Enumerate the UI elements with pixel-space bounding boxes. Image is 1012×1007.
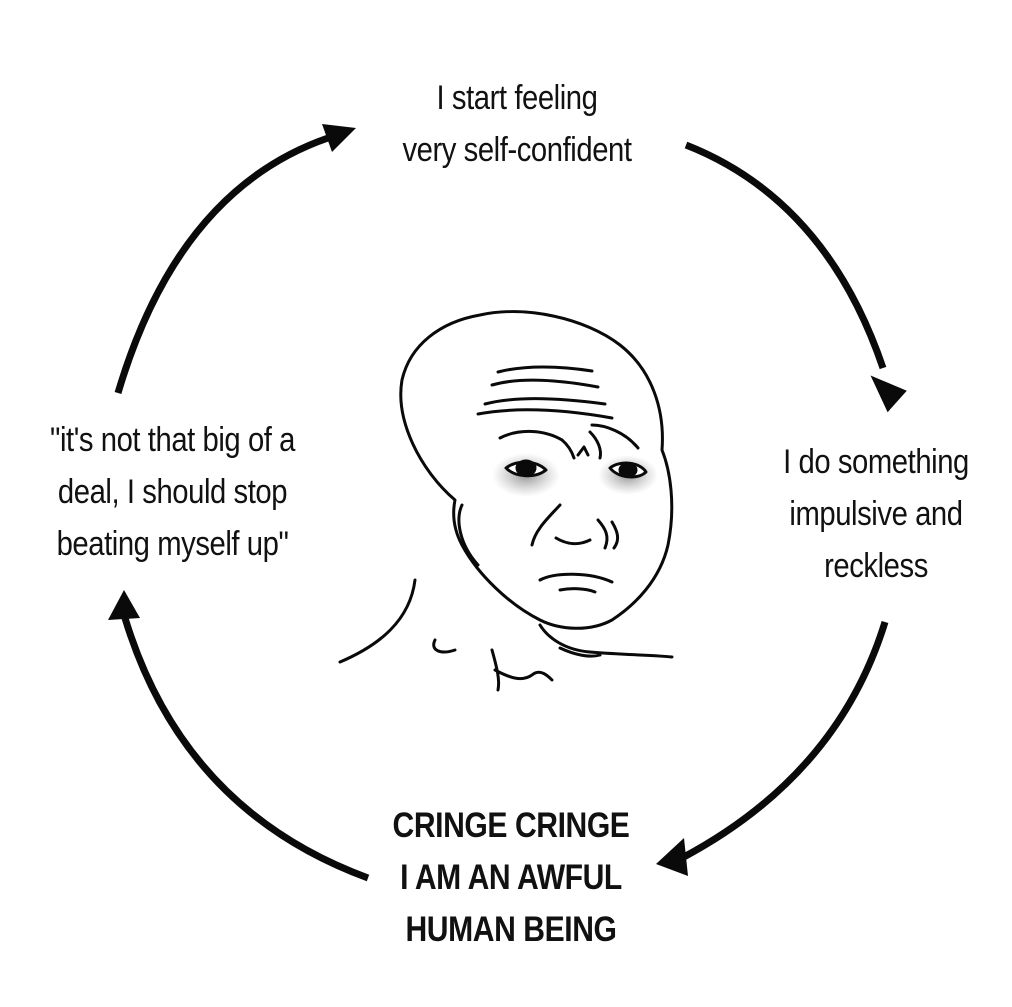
cycle-step-top-line2: very self-confident — [402, 131, 632, 169]
arrow-bottom-to-left — [108, 590, 370, 882]
cycle-step-top-line1: I start feeling — [436, 79, 598, 117]
cycle-step-bottom: CRINGE CRINGE I AM AN AWFUL HUMAN BEING — [369, 800, 653, 956]
cycle-step-bottom-line3: HUMAN BEING — [405, 910, 617, 949]
sad-wojak-face-icon — [338, 310, 674, 692]
cycle-step-right-line2: impulsive and — [789, 495, 963, 533]
cycle-step-left-line2: deal, I should stop — [57, 473, 288, 511]
arrow-left-to-top — [114, 124, 356, 394]
cycle-step-bottom-line1: CRINGE CRINGE — [392, 806, 630, 845]
cycle-step-top: I start feeling very self-confident — [379, 72, 656, 176]
cycle-step-bottom-line2: I AM AN AWFUL — [400, 858, 622, 897]
cycle-step-left-line1: "it's not that big of a — [49, 421, 296, 459]
cycle-step-right-line1: I do something — [783, 443, 969, 481]
arrow-top-to-right — [684, 141, 907, 413]
cycle-step-right: I do something impulsive and reckless — [749, 436, 1004, 592]
arrow-right-to-bottom — [656, 620, 889, 876]
cycle-step-left-line3: beating myself up" — [56, 525, 289, 563]
cycle-step-left: "it's not that big of a deal, I should s… — [24, 414, 321, 570]
cycle-step-right-line3: reckless — [824, 547, 928, 585]
